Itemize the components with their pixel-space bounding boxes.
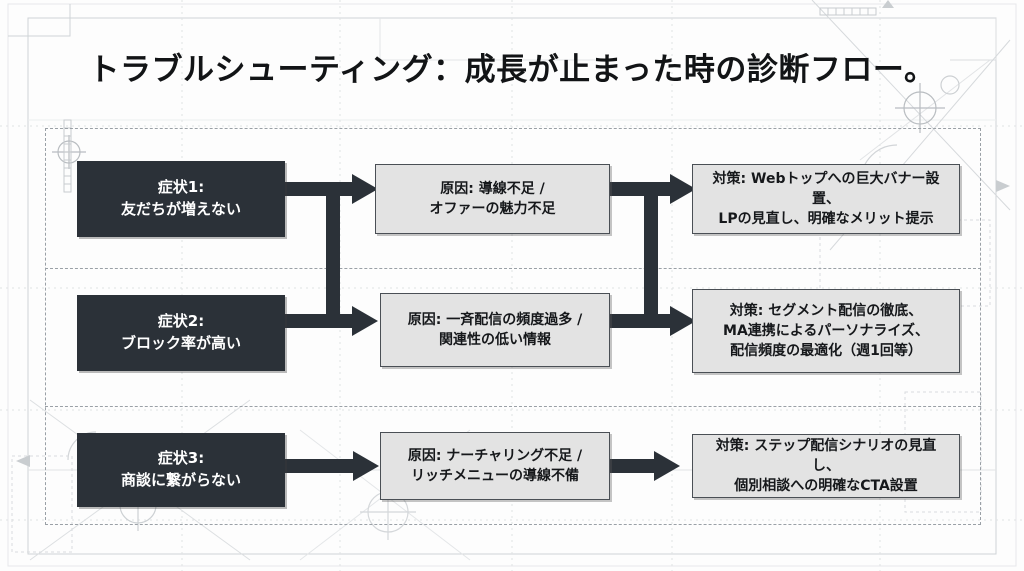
action-label-2: 対策: セグメント配信の徹底、 MA連携によるパーソナライズ、 配信頻度の最適化… — [723, 302, 929, 360]
cause-box-1[interactable]: 原因: 導線不足 / オファーの魅力不足 — [375, 164, 610, 234]
symptom-box-2[interactable]: 症状2: ブロック率が高い — [77, 295, 285, 371]
row-separator-1 — [45, 268, 981, 269]
symptom-box-1[interactable]: 症状1: 友だちが増えない — [77, 161, 285, 237]
action-box-2[interactable]: 対策: セグメント配信の徹底、 MA連携によるパーソナライズ、 配信頻度の最適化… — [692, 289, 960, 373]
action-label-1: 対策: Webトップへの巨大バナー設置、 LPの見直し、明確なメリット提示 — [712, 170, 940, 228]
symptom-label-1: 症状1: 友だちが増えない — [120, 178, 241, 218]
page-title: トラブルシューティング：成長が止まった時の診断フロー。 — [88, 52, 936, 88]
symptom-label-3: 症状3: 商談に繋がらない — [120, 449, 241, 489]
cause-label-1: 原因: 導線不足 / オファーの魅力不足 — [429, 180, 556, 217]
cause-label-2: 原因: 一斉配信の頻度過多 / 関連性の低い情報 — [407, 311, 583, 348]
action-box-3[interactable]: 対策: ステップ配信シナリオの見直し、 個別相談への明確なCTA設置 — [692, 434, 960, 498]
cause-label-3: 原因: ナーチャリング不足 / リッチメニューの導線不備 — [407, 447, 583, 484]
action-label-3: 対策: ステップ配信シナリオの見直し、 個別相談への明確なCTA設置 — [715, 437, 937, 495]
row-separator-2 — [45, 406, 981, 407]
symptom-label-2: 症状2: ブロック率が高い — [120, 312, 241, 352]
action-box-1[interactable]: 対策: Webトップへの巨大バナー設置、 LPの見直し、明確なメリット提示 — [692, 164, 960, 234]
symptom-box-3[interactable]: 症状3: 商談に繋がらない — [77, 433, 285, 507]
cause-box-3[interactable]: 原因: ナーチャリング不足 / リッチメニューの導線不備 — [380, 432, 610, 500]
content-panel-frame — [45, 128, 981, 525]
cause-box-2[interactable]: 原因: 一斉配信の頻度過多 / 関連性の低い情報 — [380, 293, 610, 367]
